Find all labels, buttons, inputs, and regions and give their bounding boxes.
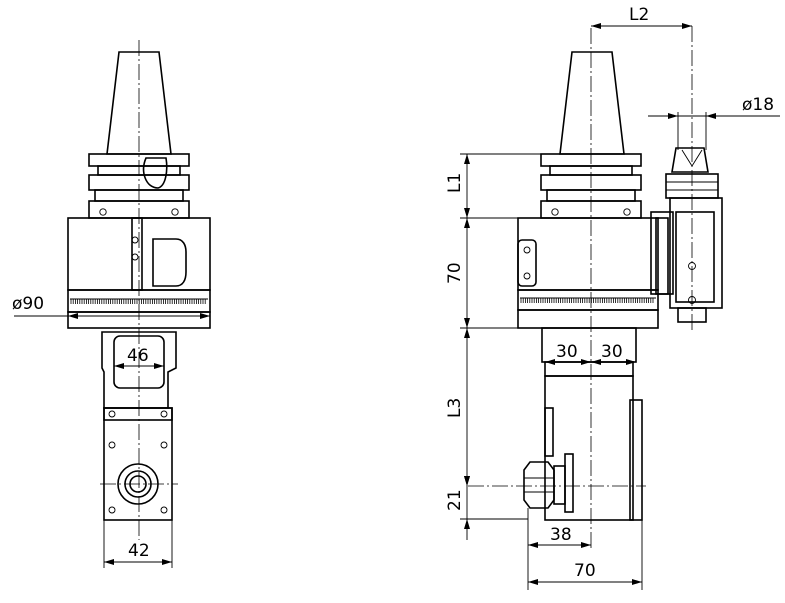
- arrow: [114, 363, 124, 369]
- neck-ring: [544, 361, 634, 377]
- connector-inner: [675, 211, 715, 303]
- arrow: [154, 363, 164, 369]
- height-70-label: 70: [445, 262, 465, 284]
- screw-hole: [108, 441, 116, 449]
- arrow: [632, 579, 642, 585]
- arrow: [668, 113, 678, 119]
- d-plate: [152, 238, 187, 287]
- screw-hole: [108, 506, 116, 514]
- scale-ticks: [70, 299, 206, 304]
- left-30-label: 30: [556, 342, 578, 362]
- arrow: [464, 218, 470, 228]
- arrow: [104, 559, 114, 565]
- arrow: [581, 359, 591, 365]
- arrow: [464, 476, 470, 486]
- screw-hole: [523, 272, 531, 280]
- screw-hole: [160, 410, 168, 418]
- connector-tip: [671, 147, 709, 173]
- window-width-label: 46: [127, 346, 149, 366]
- screw-hole: [131, 236, 139, 244]
- arrow: [682, 23, 692, 29]
- scale-ticks: [520, 298, 654, 303]
- arrow: [464, 318, 470, 328]
- width-70-label: 70: [574, 561, 596, 581]
- taper-shank: [559, 51, 625, 155]
- arrow: [162, 559, 172, 565]
- arrow: [464, 519, 470, 529]
- arrow: [68, 313, 78, 319]
- arrow: [626, 359, 636, 365]
- stop-bracket-inner: [655, 217, 669, 295]
- spindle-nut: [523, 461, 555, 509]
- screw-hole: [108, 410, 116, 418]
- arrow: [528, 579, 538, 585]
- screw-hole: [160, 506, 168, 514]
- l2-label: L2: [629, 5, 649, 25]
- screw-hole: [523, 246, 531, 254]
- l3-label: L3: [445, 398, 465, 418]
- front-view: ø90 46 42: [12, 40, 211, 568]
- width-38-label: 38: [550, 525, 572, 545]
- screw-hole: [131, 253, 139, 261]
- spindle-collar: [553, 465, 566, 505]
- lower-ring: [517, 309, 659, 329]
- spindle-flange: [564, 453, 574, 513]
- body-rib: [629, 399, 643, 521]
- arrow: [528, 542, 538, 548]
- side-view: L2 ø18 L1 70 L3 21: [445, 5, 780, 590]
- housing: [517, 217, 659, 291]
- arrow: [581, 542, 591, 548]
- arrow: [200, 313, 210, 319]
- right-30-label: 30: [601, 342, 623, 362]
- arrow: [591, 23, 601, 29]
- arrow: [706, 113, 716, 119]
- screw-hole: [160, 441, 168, 449]
- body-cap: [103, 407, 173, 421]
- side-plate: [517, 239, 537, 287]
- arrow: [591, 359, 601, 365]
- arrow: [464, 154, 470, 164]
- scale-ring: [517, 289, 659, 311]
- body: [544, 375, 634, 521]
- screw-hole: [99, 208, 107, 216]
- arrow: [464, 328, 470, 338]
- drive-key: [142, 157, 168, 189]
- arrow: [545, 359, 555, 365]
- arrow: [464, 208, 470, 218]
- flange-diameter-label: ø90: [12, 294, 44, 314]
- screw-hole: [171, 208, 179, 216]
- collet-diameter-label: ø18: [742, 95, 774, 115]
- height-21-label: 21: [445, 489, 465, 511]
- body-slot: [544, 407, 554, 457]
- l1-label: L1: [445, 173, 465, 193]
- body-width-label: 42: [128, 541, 150, 561]
- screw-hole: [623, 208, 631, 216]
- screw-hole: [551, 208, 559, 216]
